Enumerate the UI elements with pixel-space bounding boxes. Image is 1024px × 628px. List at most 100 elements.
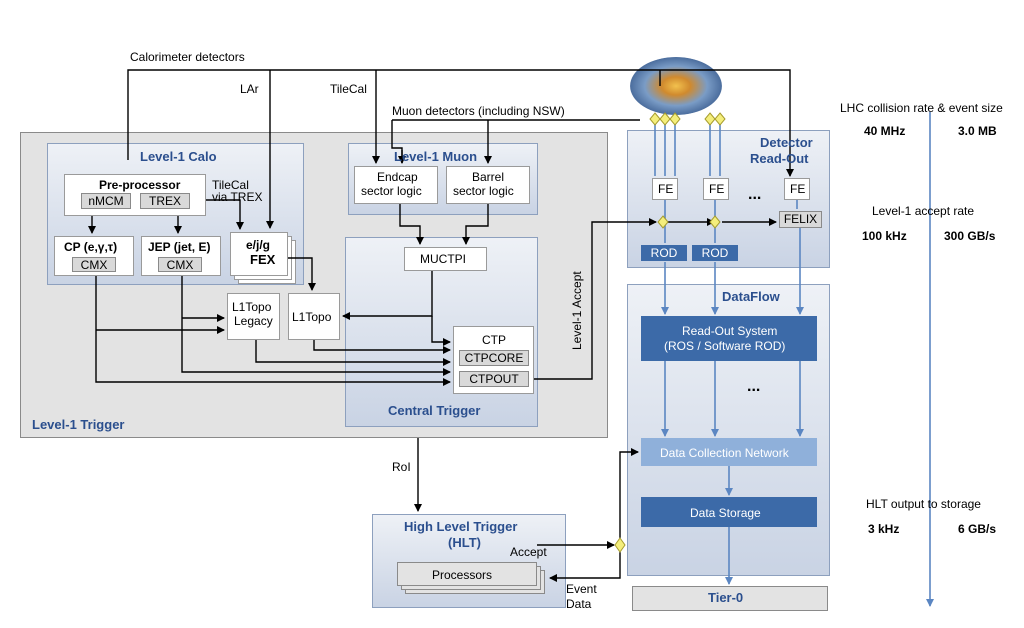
dcn-label: Data Collection Network: [660, 446, 789, 460]
cp-label: CP (e,γ,τ): [64, 240, 118, 254]
l1topo-to-ctp: [313, 340, 451, 354]
rod-box-1: ROD: [641, 245, 687, 261]
hlt-rate-value: 3 kHz: [868, 522, 900, 536]
trex-chip: TREX: [140, 193, 190, 209]
roi-label: RoI: [392, 460, 411, 474]
event-data-line: [549, 552, 621, 582]
ros-box: [641, 316, 817, 361]
processors-box: [397, 562, 537, 586]
tilecal-via-trex-2: via TREX: [212, 190, 263, 204]
l1topo-legacy-label-1: L1Topo: [232, 300, 272, 314]
diamond-accept-2: [709, 215, 721, 229]
fe-box-2: [703, 178, 729, 200]
accept-to-dcn: [619, 448, 639, 538]
lar-label: LAr: [240, 82, 259, 96]
barrel-label-1: Barrel: [472, 170, 505, 184]
dataflow-ellipsis: ...: [747, 378, 761, 395]
fe-label-1: FE: [658, 182, 674, 196]
fe-label-3: FE: [790, 182, 806, 196]
l1topo-box: [288, 293, 340, 340]
ctpout-chip: CTPOUT: [459, 371, 529, 387]
nmcm-chip: nMCM: [81, 193, 131, 209]
diamond-markers: [614, 112, 726, 553]
muctpi-to-ctp: [431, 316, 451, 346]
fe-box-1: [652, 178, 678, 200]
fex-box: [230, 232, 288, 276]
data-storage-label: Data Storage: [690, 506, 761, 520]
l1topo-legacy-to-ctp: [255, 340, 451, 366]
rod-box-2: ROD: [692, 245, 738, 261]
diamond-3: [669, 112, 681, 126]
ctpcore-label: CTPCORE: [464, 351, 524, 365]
endcap-to-muctpi: [399, 204, 424, 245]
readout-ellipsis: ...: [748, 186, 762, 203]
felix-label: FELIX: [783, 212, 818, 226]
nmcm-label: nMCM: [88, 194, 124, 208]
hlt-title-2: (HLT): [448, 535, 481, 550]
jep-label: JEP (jet, E): [148, 240, 211, 254]
hlt-rate-title: HLT output to storage: [866, 497, 981, 511]
ros-label-2: (ROS / Software ROD): [664, 339, 786, 353]
detector-readout-title-1: Detector: [760, 135, 813, 150]
dataflow-lines: [654, 112, 934, 607]
level1-accept-label: Level-1 Accept: [570, 271, 584, 350]
barrel-to-muctpi: [462, 204, 489, 245]
pp-to-fex: [206, 199, 244, 230]
cp-to-ctpout: [95, 276, 451, 386]
rod1-label: ROD: [650, 246, 678, 260]
lhc-rate-value: 40 MHz: [864, 124, 906, 138]
cmx1-chip: CMX: [72, 257, 116, 272]
hlt-size-value: 6 GB/s: [958, 522, 997, 536]
ros-label-1: Read-Out System: [682, 324, 778, 338]
cmx2-chip: CMX: [158, 257, 202, 272]
muon-detectors-label: Muon detectors (including NSW): [392, 104, 565, 118]
accept-label: Accept: [510, 545, 547, 559]
l1-rate-title: Level-1 accept rate: [872, 204, 975, 218]
calo-line-main: [127, 69, 794, 177]
fex-label-1: e/j/g: [246, 238, 271, 252]
fex-to-l1topo: [288, 257, 316, 291]
diamond-5: [714, 112, 726, 126]
dcn-box: [641, 438, 817, 466]
l1-size-value: 300 GB/s: [944, 229, 996, 243]
hlt-title-1: High Level Trigger: [404, 519, 518, 534]
endcap-box: [354, 166, 438, 204]
tilecal-label: TileCal: [330, 82, 367, 96]
endcap-label-1: Endcap: [377, 170, 418, 184]
fe-label-2: FE: [709, 182, 725, 196]
calorimeter-lines: [88, 69, 794, 582]
calorimeter-detectors-label: Calorimeter detectors: [130, 50, 245, 64]
dataflow-title: DataFlow: [722, 289, 780, 304]
barrel-box: [446, 166, 530, 204]
endcap-label-2: sector logic: [361, 184, 422, 198]
tier0-box: [632, 586, 828, 611]
ctpcore-chip: CTPCORE: [459, 350, 529, 366]
ctp-label: CTP: [482, 333, 506, 347]
tilecal-via-trex-1: TileCal: [212, 178, 249, 192]
central-trigger-title: Central Trigger: [388, 403, 481, 418]
level1-trigger-title: Level-1 Trigger: [32, 417, 125, 432]
barrel-label-2: sector logic: [453, 184, 514, 198]
trex-label: TREX: [148, 194, 181, 208]
tier0-label: Tier-0: [708, 590, 744, 605]
level1-muon-title: Level-1 Muon: [394, 149, 478, 164]
cmx2-label: CMX: [166, 258, 194, 272]
l1-rate-value: 100 kHz: [862, 229, 907, 243]
fe-box-3: [784, 178, 810, 200]
processors-label: Processors: [432, 568, 493, 582]
cmx1-label: CMX: [80, 258, 108, 272]
level1-accept-line: [534, 218, 657, 380]
muctpi-label: MUCTPI: [420, 252, 466, 266]
l1topo-legacy-label-2: Legacy: [234, 314, 273, 328]
diamond-1: [649, 112, 661, 126]
rod2-label: ROD: [701, 246, 729, 260]
fex-label-2: FEX: [250, 252, 276, 267]
ctpout-label: CTPOUT: [469, 372, 519, 386]
l1topo-label: L1Topo: [292, 310, 332, 324]
data-storage-box: [641, 497, 817, 527]
atlas-detector-image: [630, 57, 722, 115]
diamond-hlt: [614, 537, 626, 553]
preprocessor-label: Pre-processor: [99, 178, 181, 192]
